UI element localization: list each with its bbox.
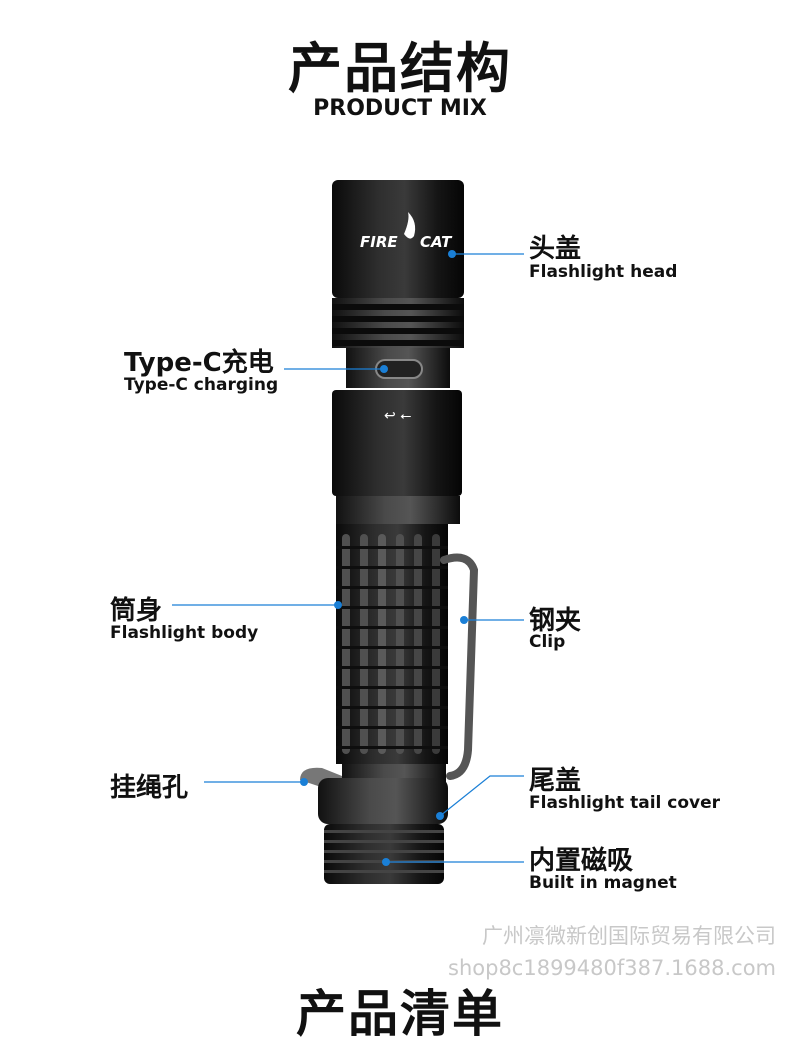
callout-dot-magnet bbox=[382, 858, 390, 866]
flashlight-collar: ↩ ⭠ bbox=[332, 390, 462, 524]
callout-dot-lanyard bbox=[300, 778, 308, 786]
label-body-en: Flashlight body bbox=[110, 623, 259, 643]
label-typec-en: Type-C charging bbox=[124, 375, 279, 395]
callout-dot-clip bbox=[460, 616, 468, 624]
next-section-title: 产品清单 bbox=[296, 985, 504, 1043]
callouts bbox=[172, 250, 524, 866]
label-head-cn: 头盖 bbox=[529, 234, 582, 264]
label-body-cn: 筒身 bbox=[110, 596, 163, 626]
page-title: 产品结构 bbox=[288, 37, 512, 100]
watermark-company: 广州凛微新创国际贸易有限公司 bbox=[482, 924, 776, 948]
label-tail-cn: 尾盖 bbox=[529, 766, 582, 796]
label-tail-en: Flashlight tail cover bbox=[529, 793, 721, 813]
brand-logo-left: FIRE bbox=[360, 233, 398, 251]
flashlight-clip bbox=[440, 553, 479, 780]
typec-section bbox=[346, 348, 450, 388]
callout-dot-tail bbox=[436, 812, 444, 820]
flashlight-head: FIRE CAT bbox=[332, 180, 464, 348]
page-subtitle: PRODUCT MIX bbox=[313, 96, 487, 121]
label-clip-en: Clip bbox=[529, 632, 566, 652]
usb-symbol-icon: ↩ ⭠ bbox=[384, 408, 411, 424]
flashlight-body bbox=[336, 524, 448, 790]
label-head-en: Flashlight head bbox=[529, 262, 678, 282]
callout-dot-head bbox=[448, 250, 456, 258]
label-magnet-en: Built in magnet bbox=[529, 873, 677, 893]
label-clip-cn: 钢夹 bbox=[529, 606, 582, 636]
label-typec-cn: Type-C充电 bbox=[124, 348, 274, 378]
flashlight-tail bbox=[318, 778, 448, 884]
label-magnet-cn: 内置磁吸 bbox=[529, 846, 634, 876]
flashlight-illustration: FIRE CAT ↩ ⭠ bbox=[172, 180, 524, 884]
watermark-url: shop8c1899480f387.1688.com bbox=[448, 956, 776, 980]
flame-icon bbox=[404, 212, 416, 239]
callout-dot-body bbox=[334, 601, 342, 609]
callout-dot-typec bbox=[380, 365, 388, 373]
brand-logo-right: CAT bbox=[420, 233, 453, 251]
label-lanyard-cn: 挂绳孔 bbox=[110, 773, 189, 803]
